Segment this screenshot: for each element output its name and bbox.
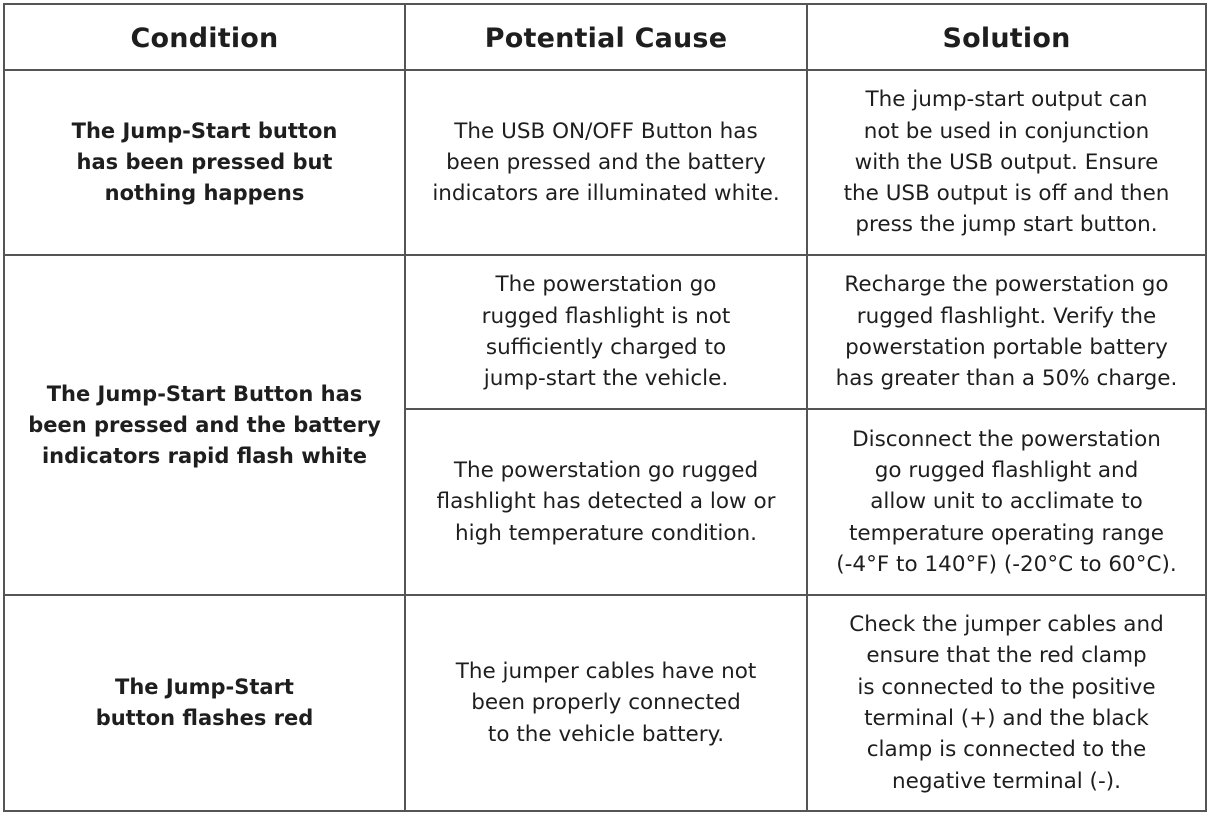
cause-text-line: indicators are illuminated white. <box>432 181 780 207</box>
solution-text-line: powerstation portable battery <box>845 335 1168 360</box>
cause-text-line: been pressed and the battery <box>446 149 766 175</box>
condition-cell: The Jump-Start Button has been pressed a… <box>3 254 406 596</box>
condition-text-line: The Jump-Start Button has <box>46 381 363 406</box>
solution-text-line: rugged flashlight. Verify the <box>856 303 1157 329</box>
solution-text-line: clamp is connected to the <box>866 737 1147 763</box>
table-row: The Jump-Start button has been pressed b… <box>3 69 1207 256</box>
solution-text-line: Recharge the powerstation go <box>844 272 1169 298</box>
table-row: The Jump-Start Button has been pressed a… <box>3 254 1207 596</box>
solution-text-line: the USB output is off and then <box>843 181 1170 207</box>
cause-text-line: rugged flashlight is not <box>481 303 731 329</box>
solution-cell: Recharge the powerstation go rugged flas… <box>806 254 1207 410</box>
troubleshooting-table: Condition Potential Cause Solution The J… <box>3 3 1207 812</box>
solution-text-line: Check the jumper cables and <box>849 612 1164 638</box>
cause-cell: The powerstation go rugged flashlight is… <box>404 254 808 410</box>
condition-text-line: The Jump-Start button <box>71 119 338 143</box>
cause-text-line: sufficiently charged to <box>485 335 727 360</box>
header-solution: Solution <box>806 3 1207 71</box>
solution-text-line: not be used in conjunction <box>863 118 1150 144</box>
cause-cell: The USB ON/OFF Button has been pressed a… <box>404 69 808 256</box>
solution-text-line: (-4°F to 140°F) (-20°C to 60°C). <box>836 551 1177 577</box>
solution-text-line: terminal (+) and the black <box>864 706 1149 731</box>
solution-text-line: temperature operating range <box>848 520 1165 546</box>
solution-text-line: press the jump start button. <box>855 212 1158 238</box>
condition-cell: The Jump-Start button has been pressed b… <box>3 69 406 256</box>
cause-text-line: The powerstation go <box>495 272 717 298</box>
cause-cell: The jumper cables have not been properly… <box>404 594 808 812</box>
cause-text-line: The jumper cables have not <box>455 659 757 685</box>
troubleshooting-table-container: Condition Potential Cause Solution The J… <box>3 3 1207 833</box>
header-potential-cause: Potential Cause <box>404 3 808 71</box>
cause-text-line: high temperature condition. <box>455 520 757 546</box>
solution-text-line: allow unit to acclimate to <box>870 489 1143 515</box>
condition-text-line: The Jump-Start <box>115 675 294 699</box>
condition-text-line: button flashes red <box>95 706 314 730</box>
solution-cell: Disconnect the powerstation go rugged fl… <box>806 408 1207 596</box>
solution-text-line: negative terminal (-). <box>892 768 1121 794</box>
header-condition: Condition <box>3 3 406 71</box>
cause-text-line: flashlight has detected a low or <box>436 489 776 515</box>
cause-text-line: The USB ON/OFF Button has <box>454 118 758 144</box>
solution-cell: The jump-start output can not be used in… <box>806 69 1207 256</box>
solution-text-line: has greater than a 50% charge. <box>835 366 1178 392</box>
condition-text-line: nothing happens <box>104 181 305 205</box>
cause-text-line: been properly connected <box>471 690 741 716</box>
solution-text-line: with the USB output. Ensure <box>854 149 1159 175</box>
cause-text-line: The powerstation go rugged <box>453 458 759 484</box>
condition-text-line: has been pressed but <box>76 150 333 174</box>
table-row: The Jump-Start button flashes red The ju… <box>3 594 1207 812</box>
table-row: The powerstation go rugged flashlight ha… <box>4 408 1207 596</box>
solution-text-line: Disconnect the powerstation <box>852 426 1161 452</box>
condition-cell: The Jump-Start button flashes red <box>3 594 406 812</box>
solution-text-line: go rugged flashlight and <box>874 458 1139 484</box>
solution-text-line: is connected to the positive <box>857 674 1156 700</box>
header-row: Condition Potential Cause Solution <box>3 3 1207 71</box>
solution-cell: Check the jumper cables and ensure that … <box>806 594 1207 812</box>
solution-text-line: The jump-start output can <box>865 87 1148 113</box>
solution-text-line: ensure that the red clamp <box>866 643 1147 669</box>
cause-cell: The powerstation go rugged flashlight ha… <box>404 408 808 596</box>
condition-text-line: been pressed and the battery <box>28 412 381 437</box>
cause-text-line: jump-start the vehicle. <box>483 366 729 392</box>
condition-text-line: indicators rapid flash white <box>41 443 368 468</box>
cause-text-line: to the vehicle battery. <box>487 721 725 747</box>
